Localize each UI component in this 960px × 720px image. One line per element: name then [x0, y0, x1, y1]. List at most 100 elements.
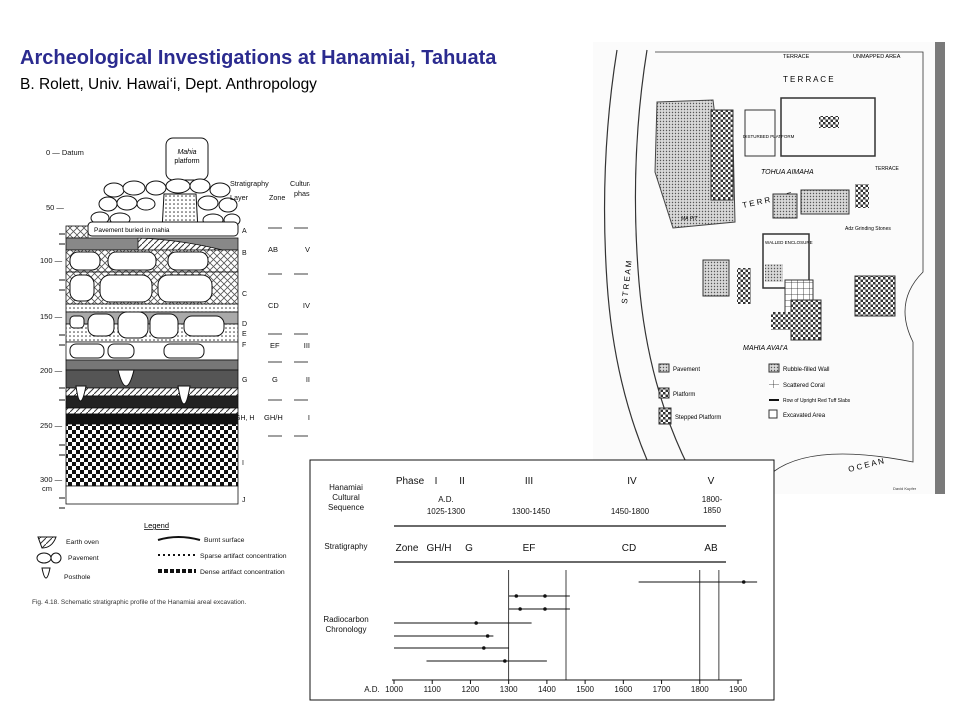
legend-dense: Dense artifact concentration	[200, 569, 285, 576]
legend-sparse: Sparse artifact concentration	[200, 553, 287, 560]
rubble-stones	[90, 178, 241, 227]
depth-label-250: 250 —	[40, 421, 63, 430]
col-phase-header: phase	[294, 189, 310, 198]
ad-label: A.D.	[438, 495, 454, 504]
radiocarbon-point	[543, 594, 547, 598]
sequence-label-1: Hanamiai	[329, 483, 363, 492]
map-walled: WALLED ENCLOSURE	[765, 240, 813, 245]
range-phase-v-end: 1850	[703, 506, 721, 515]
layer-label: F	[242, 342, 246, 349]
radiocarbon-plot	[394, 570, 758, 680]
map-mahia-avaia: MAHIA AVAI'A	[743, 345, 788, 352]
map-legend-pavement: Pavement	[673, 367, 700, 373]
depth-label-0: 0 — Datum	[46, 148, 84, 157]
mahia-platform-label: platform	[174, 158, 199, 165]
legend-posthole: Posthole	[64, 574, 91, 581]
legend-earth-oven: Earth oven	[66, 539, 99, 546]
phase-iv: IV	[627, 476, 637, 487]
axis-tick-label: 1000	[385, 685, 403, 694]
legend-pavement: Pavement	[68, 555, 99, 562]
map-tohua: TOHUA AIMAHA	[761, 169, 814, 176]
map-legend-excavated: Excavated Area	[783, 413, 826, 419]
axis-tick-label: 1400	[538, 685, 556, 694]
figure-caption: Fig. 4.18. Schematic stratigraphic profi…	[32, 599, 246, 606]
col-zone-header: Zone	[269, 193, 285, 202]
zone-label: AB	[268, 245, 278, 254]
range-phase-i-ii: 1025-1300	[427, 507, 466, 516]
site-map-figure: S T R E A M TERRACE UNMAPPED AREA T E R …	[593, 42, 945, 495]
zone-gh-h: GH/H	[427, 543, 452, 554]
map-terrace-small: TERRACE	[875, 166, 900, 172]
zone-g: G	[465, 543, 473, 554]
pavement-icon	[36, 552, 52, 564]
map-legend-coral: Scattered Coral	[783, 383, 825, 389]
phase-label: II	[306, 375, 310, 384]
phase-i: I	[435, 476, 438, 487]
layer-label: J	[242, 497, 246, 504]
map-legend-tuff: Row of Upright Red Tuff Slabs	[783, 398, 851, 404]
radiocarbon-label-2: Chronology	[326, 625, 367, 634]
layer-label: E	[242, 331, 247, 338]
stratigraphy-label: Stratigraphy	[324, 542, 367, 551]
sequence-label-2: Cultural	[332, 493, 360, 502]
radiocarbon-point	[485, 634, 490, 638]
posthole-icon	[41, 567, 51, 579]
earth-oven-icon	[37, 536, 57, 549]
radiocarbon-point	[543, 607, 547, 611]
phase-word: Phase	[396, 476, 425, 487]
layer-label: B	[242, 250, 247, 257]
slide-title: Archeological Investigations at Hanamiai…	[20, 47, 497, 69]
axis-tick-label: 1500	[576, 685, 594, 694]
zone-label: G	[272, 375, 278, 384]
axis-tick-label: 1100	[424, 685, 442, 694]
range-phase-iii: 1300-1450	[512, 507, 551, 516]
radiocarbon-point	[482, 646, 486, 650]
map-legend-stepped: Stepped Platform	[675, 415, 721, 421]
depth-label-100: 100 —	[40, 256, 63, 265]
depth-label-300: 300 —	[40, 475, 63, 484]
range-phase-iv: 1450-1800	[611, 507, 650, 516]
axis-tick-label: 1300	[500, 685, 518, 694]
depth-label-150: 150 —	[40, 312, 63, 321]
depth-label-200: 200 —	[40, 366, 63, 375]
layer-label: GH, H	[235, 415, 254, 422]
chronology-frame	[309, 459, 775, 701]
depth-unit: cm	[42, 484, 52, 493]
burnt-surface-icon	[157, 536, 201, 541]
phase-label: IV	[303, 301, 310, 310]
phase-iii: III	[525, 476, 533, 487]
map-ma-pit: MA PIT	[681, 216, 698, 222]
axis-tick-label: 1600	[614, 685, 632, 694]
mahia-platform-block	[165, 137, 209, 181]
map-unmapped: UNMAPPED AREA	[853, 54, 901, 60]
col-layer-header: Layer	[230, 193, 249, 202]
axis-tick-label: 1200	[462, 685, 480, 694]
radiocarbon-point	[741, 580, 746, 584]
layer-label: G	[242, 377, 247, 384]
zone-label: CD	[268, 301, 279, 310]
zone-ab: AB	[704, 543, 718, 554]
layer-label: C	[242, 291, 247, 298]
zone-ef: EF	[523, 543, 536, 554]
phase-v: V	[708, 476, 715, 487]
range-phase-v-start: 1800-	[702, 495, 723, 504]
radiocarbon-point	[474, 621, 478, 625]
phase-ii: II	[459, 476, 465, 487]
mahia-label: Mahia	[177, 149, 196, 156]
slide-subtitle: B. Rolett, Univ. Hawai‘i, Dept. Anthropo…	[20, 76, 317, 93]
map-terrace-top: TERRACE	[783, 54, 810, 60]
map-credit: David Kupfer	[893, 486, 917, 491]
zone-label: EF	[270, 341, 280, 350]
radiocarbon-point	[503, 659, 507, 663]
layer-label: I	[242, 460, 244, 467]
map-disturbed: DISTURBED PLATFORM	[743, 134, 795, 139]
stratigraphic-profile-figure: 0 — Datum 50 — 100 — 150 — 200 — 250 — 3…	[28, 130, 315, 610]
axis-tick-label: 1700	[653, 685, 671, 694]
radiocarbon-label-1: Radiocarbon	[323, 615, 368, 624]
map-legend-platform: Platform	[673, 392, 695, 398]
col-stratigraphy-header: Stratigraphy	[230, 179, 269, 188]
axis-tick-label: 1800	[691, 685, 709, 694]
zone-word: Zone	[396, 543, 419, 554]
phase-label: V	[305, 245, 310, 254]
depth-label-50: 50 —	[46, 203, 64, 212]
